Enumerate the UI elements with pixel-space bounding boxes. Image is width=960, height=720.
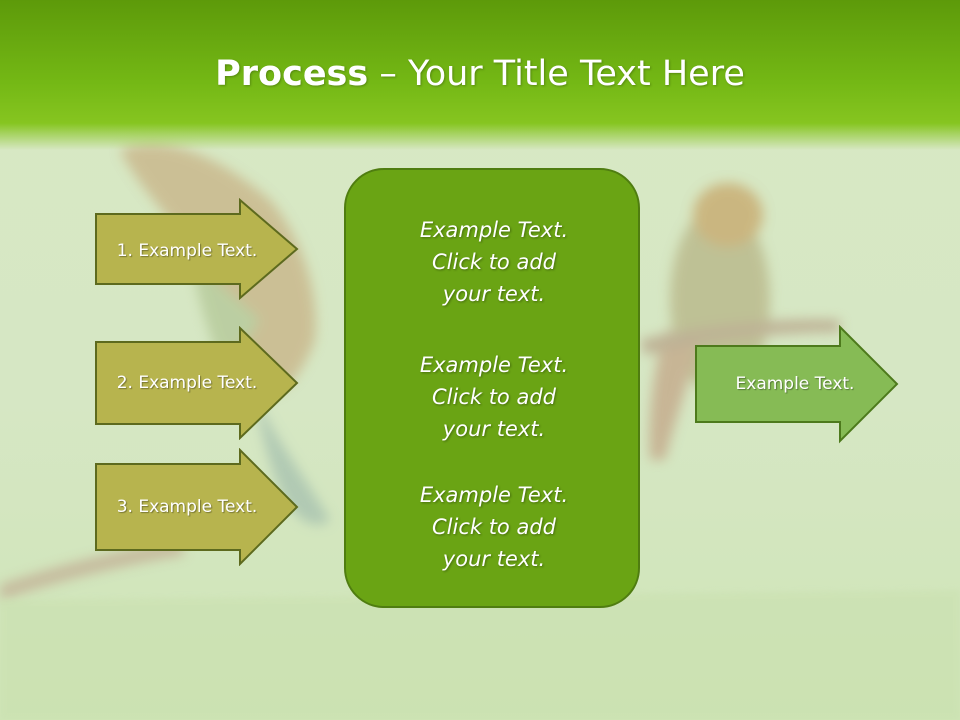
center-block-3-line-2: Click to add — [431, 515, 556, 539]
center-block-3-line-1: Example Text. — [419, 483, 569, 507]
center-text-block-1: Example Text. Click to add your text. — [346, 214, 642, 310]
right-arrow-label: Example Text. — [735, 374, 855, 394]
center-block-2-line-1: Example Text. — [419, 353, 569, 377]
center-block-2-line-2: Click to add — [431, 385, 556, 409]
left-arrow-2-label: 2. Example Text. — [116, 373, 258, 393]
left-arrow-2[interactable] — [94, 326, 300, 440]
title-bar — [0, 0, 960, 150]
left-arrow-3[interactable] — [94, 448, 300, 566]
left-arrow-3-label: 3. Example Text. — [116, 497, 258, 517]
center-text-block-2: Example Text. Click to add your text. — [346, 349, 642, 445]
center-content-box[interactable]: Example Text. Click to add your text. Ex… — [344, 168, 640, 608]
left-arrow-1[interactable] — [94, 198, 300, 300]
center-block-2-line-3: your text. — [442, 417, 546, 441]
center-block-3-line-3: your text. — [442, 547, 546, 571]
right-arrow[interactable] — [694, 325, 900, 445]
center-block-1-line-2: Click to add — [431, 250, 556, 274]
title-rest-text: – Your Title Text Here — [368, 54, 745, 94]
slide-title: Process – Your Title Text Here — [0, 52, 960, 96]
title-bold-text: Process — [215, 54, 369, 94]
center-block-1-line-1: Example Text. — [419, 218, 569, 242]
center-block-1-line-3: your text. — [442, 282, 546, 306]
left-arrow-1-label: 1. Example Text. — [116, 241, 258, 261]
center-text-block-3: Example Text. Click to add your text. — [346, 479, 642, 575]
